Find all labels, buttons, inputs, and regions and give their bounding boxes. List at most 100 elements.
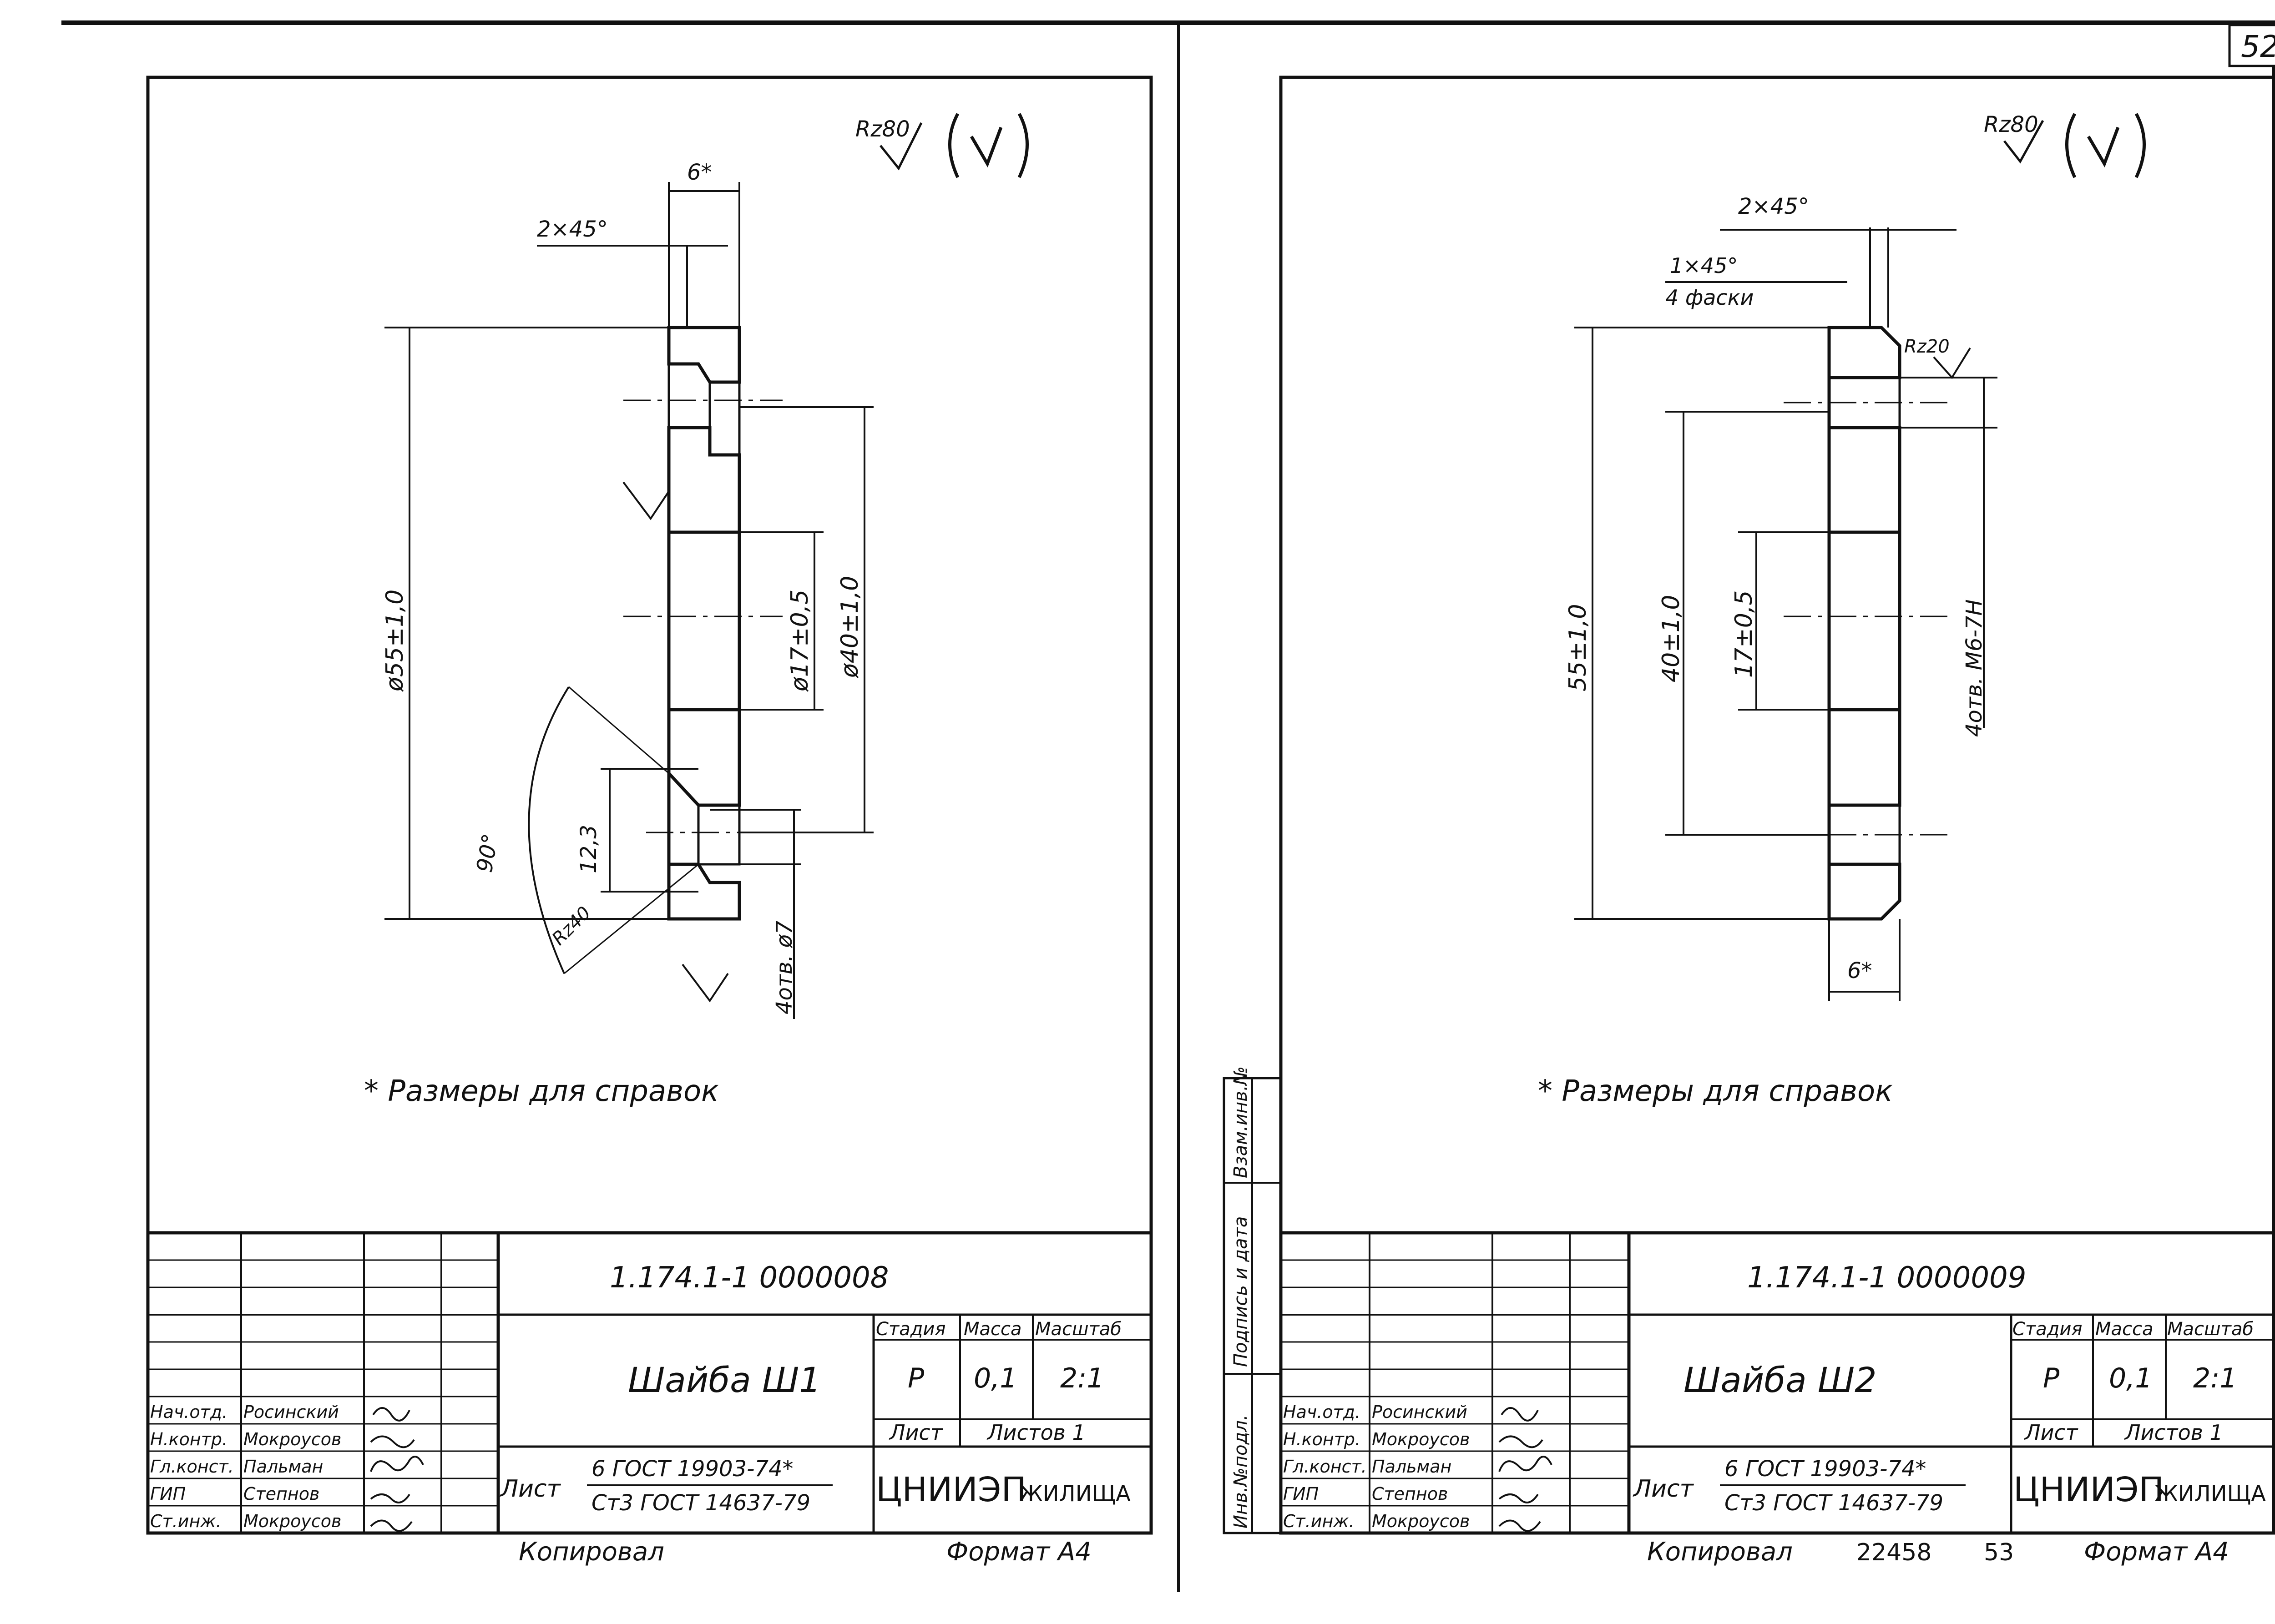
left-col-mass: Масса	[964, 1319, 1022, 1340]
right-stage: Р	[2043, 1362, 2060, 1394]
left-dim-angle: 90°	[472, 832, 504, 875]
right-dim-chamfer-note: 4 фаски	[1665, 285, 1754, 310]
right-dim-thread: 4отв. М6-7Н	[1962, 599, 1987, 737]
page-number-box	[2228, 24, 2275, 67]
left-roughness-paren-icon	[948, 113, 1029, 178]
right-part-name: Шайба Ш2	[1684, 1360, 1876, 1400]
left-dim-holes: 4отв. ø7	[772, 920, 797, 1014]
left-material-line1: 6 ГОСТ 19903-74*	[592, 1456, 794, 1482]
right-dim-bore: 17±0,5	[1730, 590, 1758, 678]
right-side-stamp: Инв.№подл. Подпись и дата Взам.инв.№	[1223, 1066, 1282, 1534]
left-role-3: Гл.конст.	[150, 1457, 234, 1477]
left-title-block: 1.174.1-1 0000008 Шайба Ш1 Стадия Масса …	[148, 1231, 1151, 1533]
left-roughness-mark-icon	[622, 481, 670, 520]
right-roughness-check-icon	[2003, 120, 2044, 164]
right-sheet: Rz80 2×45° 1×45° 4 фаски Rz20	[1223, 66, 2275, 1567]
left-dim-bore-diam: ø17±0,5	[786, 590, 814, 692]
left-stage: Р	[908, 1362, 925, 1394]
left-mass: 0,1	[974, 1362, 1017, 1394]
left-frame	[146, 76, 1153, 1535]
right-name-2: Мокроусов	[1372, 1429, 1470, 1449]
right-col-scale: Масштаб	[2167, 1319, 2254, 1340]
right-name-1: Росинский	[1372, 1402, 1467, 1422]
left-name-1: Росинский	[243, 1402, 339, 1422]
right-material-line2: Ст3 ГОСТ 14637-79	[1724, 1490, 1943, 1516]
right-dim-bolt-circle: 40±1,0	[1658, 595, 1685, 682]
right-role-5: Ст.инж.	[1283, 1511, 1355, 1531]
left-roughness-label: Rz80	[855, 116, 910, 142]
right-org-sub: ЖИЛИЩА	[2154, 1481, 2266, 1507]
left-washer-section	[623, 326, 783, 921]
right-dim-chamfer: 2×45°	[1738, 194, 1809, 219]
right-format: Формат А4	[2084, 1537, 2229, 1567]
right-name-5: Мокроусов	[1372, 1511, 1470, 1531]
right-stamp-sign: Подпись и дата	[1230, 1216, 1251, 1367]
right-name-3: Пальман	[1372, 1457, 1451, 1477]
left-signatures-icon	[370, 1407, 424, 1532]
right-org-main: ЦНИИЭП	[2013, 1470, 2164, 1509]
left-part-name: Шайба Ш1	[628, 1360, 821, 1400]
right-frame	[1279, 76, 2275, 1535]
right-stamp-replace: Взам.инв.№	[1230, 1066, 1251, 1178]
left-sheet: Rz80 6* 2×	[146, 76, 1153, 1567]
right-role-4: ГИП	[1283, 1484, 1319, 1504]
left-format: Формат А4	[946, 1537, 1092, 1567]
left-role-2: Н.контр.	[150, 1429, 228, 1449]
left-role-5: Ст.инж.	[150, 1511, 222, 1531]
left-material-label: Лист	[500, 1475, 561, 1503]
right-doc-code: 1.174.1-1 0000009	[1747, 1261, 2026, 1295]
right-dim-width: 6*	[1847, 958, 1872, 983]
right-role-3: Гл.конст.	[1283, 1457, 1367, 1477]
left-note: * Размеры для справок	[364, 1074, 719, 1108]
left-dim-depth: 12,3	[576, 825, 602, 873]
left-sheets-label: Листов 1	[986, 1420, 1086, 1445]
right-order-no: 22458	[1856, 1539, 1931, 1566]
right-name-4: Степнов	[1372, 1484, 1448, 1504]
left-col-stage: Стадия	[876, 1319, 945, 1340]
right-mass: 0,1	[2109, 1362, 2152, 1394]
right-role-1: Нач.отд.	[1283, 1402, 1360, 1422]
left-name-4: Степнов	[243, 1484, 319, 1504]
right-title-block: 1.174.1-1 0000009 Шайба Ш2 Стадия Масса …	[1281, 1231, 2275, 1533]
right-col-stage: Стадия	[2012, 1319, 2082, 1340]
left-dim-outer-diam: ø55±1,0	[381, 590, 409, 692]
left-scale: 2:1	[1060, 1362, 1104, 1394]
right-material-label: Лист	[1633, 1475, 1694, 1503]
right-washer-section	[1784, 326, 1947, 921]
right-stamp-inv: Инв.№подл.	[1230, 1414, 1251, 1528]
left-name-2: Мокроусов	[243, 1429, 341, 1449]
right-col-mass: Масса	[2095, 1319, 2154, 1340]
left-org-sub: ЖИЛИЩА	[1019, 1481, 1131, 1507]
right-sheet-label: Лист	[2024, 1420, 2078, 1445]
left-dim-chamfer: 2×45°	[537, 217, 608, 242]
right-signatures-icon	[1498, 1407, 1552, 1532]
left-material-line2: Ст3 ГОСТ 14637-79	[592, 1490, 810, 1516]
right-dim-outer: 55±1,0	[1564, 604, 1592, 691]
left-dim-hole-roughness: Rz40	[548, 903, 595, 949]
left-col-scale: Масштаб	[1035, 1319, 1122, 1340]
left-name-3: Пальман	[243, 1457, 323, 1477]
right-copied: Копировал	[1647, 1537, 1793, 1567]
right-sheets-label: Листов 1	[2124, 1420, 2223, 1445]
left-sheet-label: Лист	[889, 1420, 943, 1445]
left-name-5: Мокроусов	[243, 1511, 341, 1531]
left-copied: Копировал	[519, 1537, 664, 1567]
right-role-2: Н.контр.	[1283, 1429, 1360, 1449]
page-number: 52	[2241, 29, 2275, 64]
right-scale: 2:1	[2193, 1362, 2237, 1394]
right-roughness-paren-icon	[2065, 113, 2146, 178]
left-roughness-check-icon	[880, 122, 923, 171]
right-material-line1: 6 ГОСТ 19903-74*	[1724, 1456, 1926, 1482]
left-role-4: ГИП	[150, 1484, 186, 1504]
right-dim-chamfer-small: 1×45°	[1670, 253, 1738, 278]
left-doc-code: 1.174.1-1 0000008	[610, 1261, 889, 1295]
left-roughness-mark2-icon	[682, 963, 729, 1003]
left-org-main: ЦНИИЭП	[876, 1470, 1026, 1509]
right-dim-surface-roughness: Rz20	[1904, 336, 1950, 357]
left-role-1: Нач.отд.	[150, 1402, 228, 1422]
right-note: * Размеры для справок	[1538, 1074, 1893, 1108]
right-page-no: 53	[1984, 1539, 2014, 1566]
left-dim-bolt-circle: ø40±1,0	[836, 576, 864, 678]
right-roughness-label: Rz80	[1984, 112, 2038, 137]
